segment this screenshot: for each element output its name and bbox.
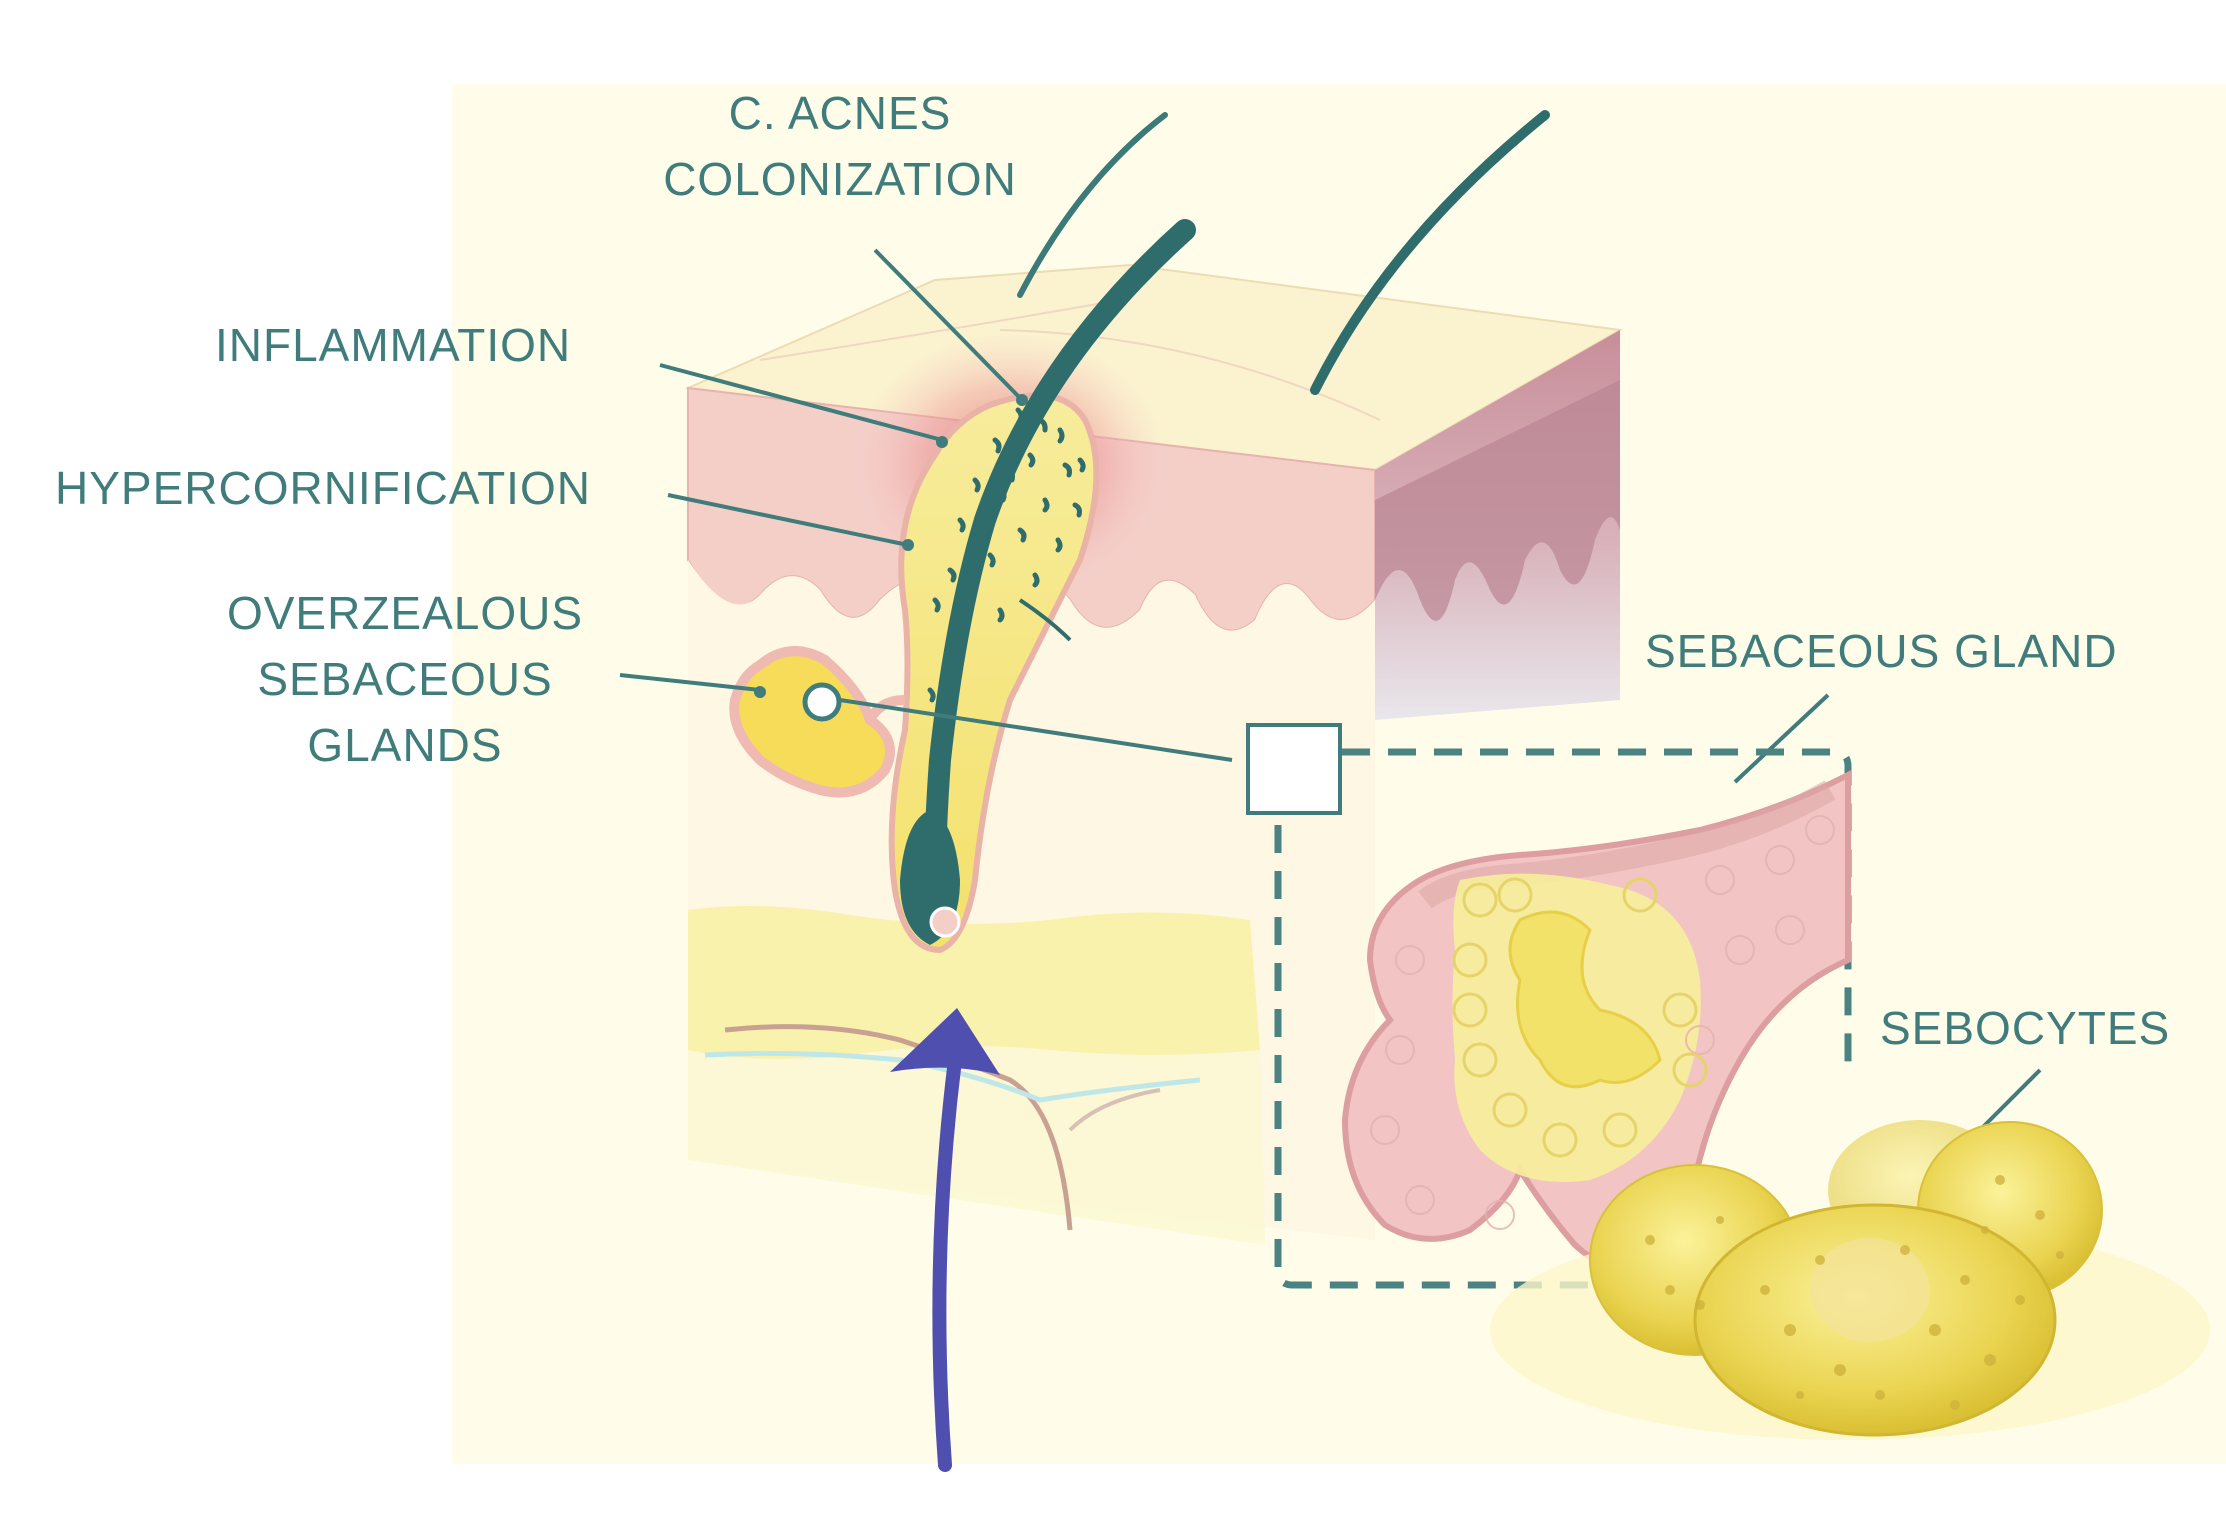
sebocytes-label: SEBOCYTES <box>1880 1002 2171 1054</box>
c-acnes-leader-dot <box>1016 394 1028 406</box>
subcutaneous-fat <box>688 906 1260 1059</box>
zoom-origin-marker <box>802 682 842 722</box>
sebaceous-gland-label: SEBACEOUS GLAND <box>1645 625 2118 677</box>
overzealous-sebaceous-gland <box>729 646 895 798</box>
sebum-arrow-shaft <box>932 1053 962 1472</box>
hair-shaft <box>924 219 1196 891</box>
c-acnes-colonization-label: C. ACNES COLONIZATION <box>663 87 1017 205</box>
zoomed-gland-cells <box>1370 815 1835 1255</box>
overzealous-leader-dot <box>754 686 766 698</box>
sebocyte-nucleus <box>1810 1238 1930 1342</box>
hypercornification-label: HYPERCORNIFICATION <box>55 462 591 514</box>
leader-lines <box>619 248 2042 1157</box>
inflammation-label: INFLAMMATION <box>215 319 572 371</box>
hair-left <box>1017 112 1168 298</box>
zoomed-gland-sebocytes <box>1452 877 1708 1158</box>
zoom-target-box <box>1246 723 1342 815</box>
hair-right <box>1310 110 1550 395</box>
sebum-arrow-head <box>890 1008 1000 1075</box>
overzealous-sebaceous-glands-label: OVERZEALOUS SEBACEOUS GLANDS <box>226 587 584 771</box>
sebocyte-lipid-droplets <box>1645 1175 2064 1410</box>
inflammation-leader-dot <box>936 436 948 448</box>
c-acnes-bacteria <box>927 407 1086 703</box>
hypercornification-leader-dot <box>902 539 914 551</box>
zoom-dashed-frame <box>1274 748 1852 1289</box>
